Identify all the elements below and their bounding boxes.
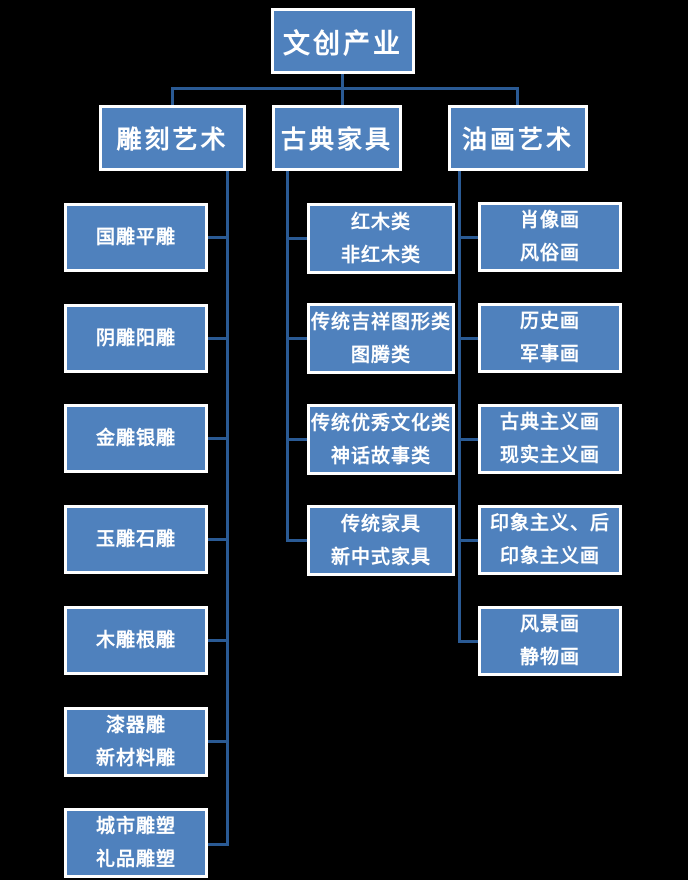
node-furniture-child-4: 传统家具 新中式家具 <box>307 505 455 576</box>
node-label: 图腾类 <box>350 344 411 366</box>
node-root-cultural-creative-industry: 文创产业 <box>271 8 415 74</box>
node-label: 印象主义画 <box>499 546 600 567</box>
node-label: 金雕银雕 <box>95 428 176 449</box>
node-label: 玉雕石雕 <box>95 529 176 550</box>
node-label: 风俗画 <box>519 243 580 264</box>
node-carving-child-5: 木雕根雕 <box>64 606 208 675</box>
node-carving-child-4: 玉雕石雕 <box>64 505 208 574</box>
node-label: 礼品雕塑 <box>95 849 176 870</box>
node-label: 红木类 <box>350 211 411 233</box>
node-label: 静物画 <box>519 647 580 668</box>
connector-left-stub-7 <box>204 843 229 846</box>
node-branch-classical-furniture: 古典家具 <box>272 105 402 171</box>
connector-left-stub-3 <box>204 437 229 440</box>
node-label: 古典主义画 <box>499 412 600 433</box>
connector-middle-trunk <box>286 170 289 542</box>
node-label: 文创产业 <box>283 28 403 59</box>
node-label: 现实主义画 <box>499 445 600 466</box>
node-label: 风景画 <box>519 614 580 635</box>
node-carving-child-6: 漆器雕 新材料雕 <box>64 707 208 777</box>
node-painting-child-5: 风景画 静物画 <box>478 606 622 676</box>
connector-top-horizontal <box>171 87 519 90</box>
node-label: 肖像画 <box>519 210 580 231</box>
node-label: 传统优秀文化类 <box>310 412 451 434</box>
node-label: 城市雕塑 <box>95 816 176 837</box>
connector-left-stub-2 <box>204 337 229 340</box>
connector-right-trunk <box>458 170 461 643</box>
node-label: 神话故事类 <box>330 445 431 467</box>
connector-left-stub-5 <box>204 639 229 642</box>
node-carving-child-7: 城市雕塑 礼品雕塑 <box>64 808 208 878</box>
node-furniture-child-2: 传统吉祥图形类 图腾类 <box>307 303 455 374</box>
node-painting-child-1: 肖像画 风俗画 <box>478 202 622 272</box>
node-carving-child-3: 金雕银雕 <box>64 404 208 473</box>
connector-right-branch-stub <box>516 87 519 107</box>
node-painting-child-4: 印象主义、后 印象主义画 <box>478 505 622 575</box>
connector-right-stub-2 <box>458 337 481 340</box>
connector-middle-stub-4 <box>286 539 310 542</box>
node-painting-child-2: 历史画 军事画 <box>478 303 622 373</box>
node-label: 国雕平雕 <box>95 227 176 248</box>
node-label: 非红木类 <box>340 244 421 266</box>
connector-left-stub-4 <box>204 538 229 541</box>
node-carving-child-1: 国雕平雕 <box>64 203 208 272</box>
node-label: 雕刻艺术 <box>116 126 229 154</box>
node-branch-oil-painting-art: 油画艺术 <box>448 105 588 171</box>
node-label: 历史画 <box>519 311 580 332</box>
node-label: 油画艺术 <box>461 126 574 154</box>
node-label: 军事画 <box>519 344 580 365</box>
connector-right-stub-5 <box>458 640 481 643</box>
connector-left-branch-stub <box>171 87 174 107</box>
node-label: 传统吉祥图形类 <box>310 311 451 333</box>
connector-left-stub-1 <box>204 236 229 239</box>
node-label: 新材料雕 <box>95 748 176 769</box>
connector-right-stub-4 <box>458 539 481 542</box>
connector-middle-stub-1 <box>286 237 310 240</box>
node-label: 阴雕阳雕 <box>95 328 176 349</box>
node-label: 新中式家具 <box>330 546 431 568</box>
node-label: 漆器雕 <box>105 715 166 736</box>
connector-left-trunk <box>226 170 229 846</box>
node-label: 木雕根雕 <box>95 630 176 651</box>
connector-left-stub-6 <box>204 740 229 743</box>
node-painting-child-3: 古典主义画 现实主义画 <box>478 404 622 474</box>
connector-middle-stub-2 <box>286 337 310 340</box>
connector-right-stub-3 <box>458 438 481 441</box>
connector-right-stub-1 <box>458 236 481 239</box>
node-carving-child-2: 阴雕阳雕 <box>64 304 208 373</box>
node-label: 传统家具 <box>340 513 421 535</box>
node-furniture-child-1: 红木类 非红木类 <box>307 203 455 274</box>
connector-middle-stub-3 <box>286 438 310 441</box>
node-label: 古典家具 <box>280 126 393 154</box>
node-branch-carving-art: 雕刻艺术 <box>99 105 246 171</box>
node-label: 印象主义、后 <box>489 513 610 534</box>
node-furniture-child-3: 传统优秀文化类 神话故事类 <box>307 404 455 475</box>
